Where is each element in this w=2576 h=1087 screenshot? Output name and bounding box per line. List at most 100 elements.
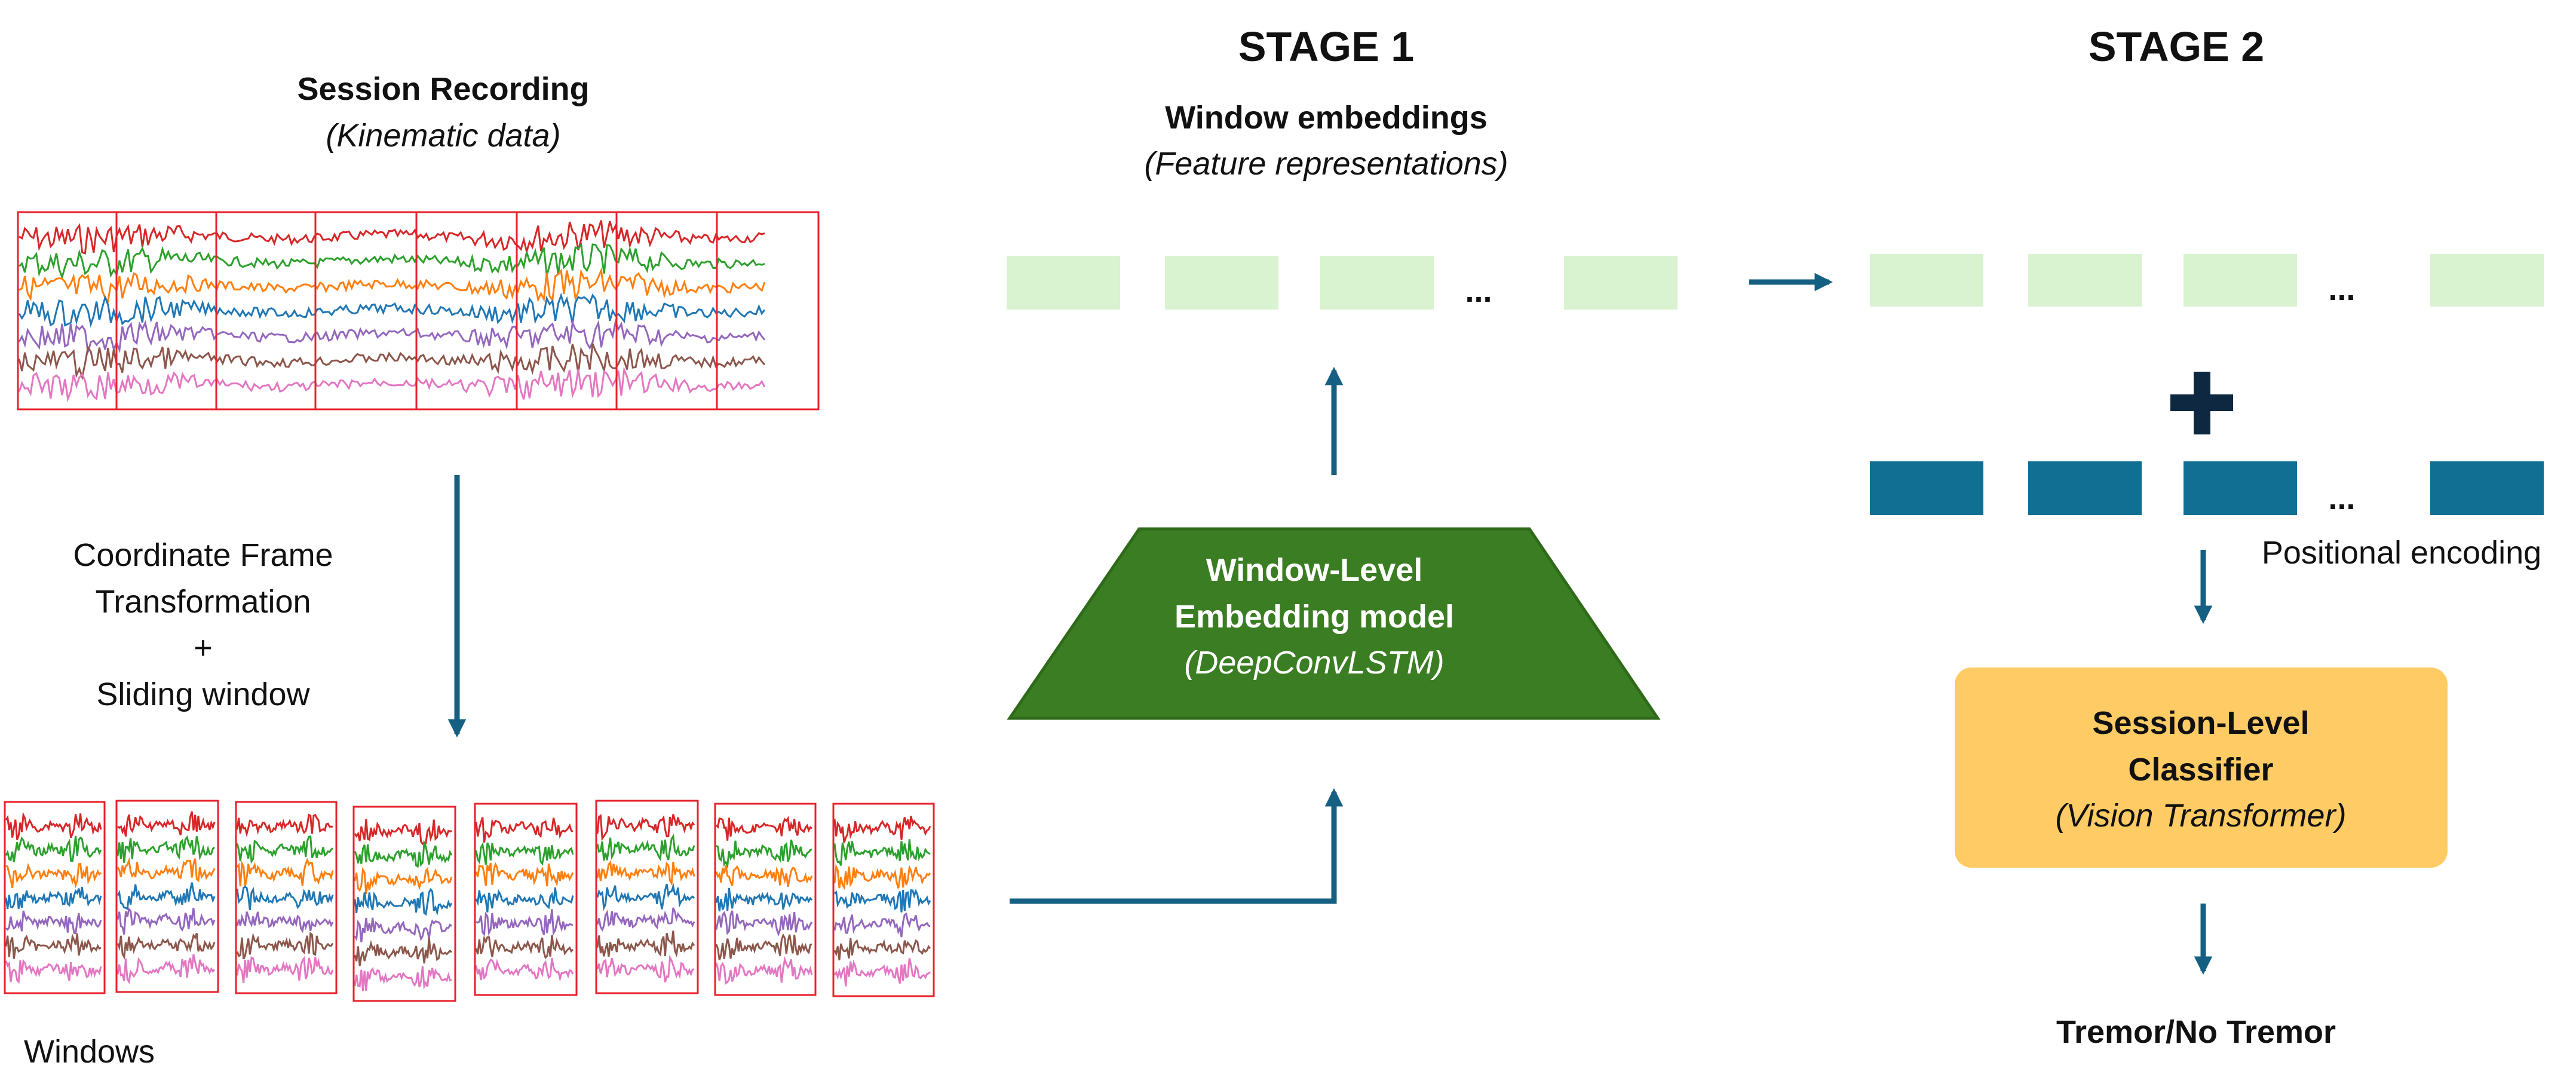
window-signal-trace <box>715 910 813 937</box>
window-signal-trace <box>5 910 102 935</box>
window-signal-trace <box>5 811 102 840</box>
window-signal-trace <box>5 835 102 862</box>
signal-trace <box>18 318 766 354</box>
window-signal-trace <box>475 887 574 913</box>
window-signal-trace <box>354 937 452 966</box>
window-signal-trace <box>354 917 452 942</box>
window-signal-trace <box>116 882 216 911</box>
window-signal-trace <box>5 959 102 984</box>
positional-encoding-label: Positional encoding <box>2262 535 2541 571</box>
window-signal-trace <box>833 839 931 866</box>
window-thumbnail <box>474 803 578 996</box>
window-frame <box>832 803 935 997</box>
signal-trace <box>18 366 766 403</box>
window-signal-trace <box>476 909 574 936</box>
positional-encoding-token <box>1870 461 1983 515</box>
window-thumbnail <box>235 801 338 994</box>
window-signal-trace <box>834 889 931 913</box>
window-signal-trace <box>5 862 102 889</box>
session-signals <box>18 220 766 403</box>
transform-label-line1: Coordinate Frame <box>73 537 333 573</box>
stage2-token-ellipsis: ... <box>2328 271 2355 307</box>
window-signal-trace <box>354 840 453 868</box>
window-signal-trace <box>475 817 574 843</box>
window-signal-trace <box>596 834 695 862</box>
window-signal-trace <box>117 811 216 837</box>
window-signal-trace <box>715 887 813 912</box>
window-signal-trace <box>833 958 931 987</box>
window-signal-trace <box>354 966 452 991</box>
window-signal-trace <box>354 819 452 846</box>
signal-trace <box>18 242 765 280</box>
signal-trace <box>18 292 766 328</box>
window-signal-trace <box>116 954 216 985</box>
window-thumbnail <box>352 806 456 1002</box>
window-signal-trace <box>596 883 695 911</box>
positional-encoding-ellipsis: ... <box>2328 480 2355 516</box>
embedding-model-label-line1: Window-Level <box>1206 552 1423 588</box>
window-signal-trace <box>116 933 216 960</box>
session-classifier-label-line3: (Vision Transformer) <box>2055 798 2346 834</box>
window-signal-trace <box>116 857 216 883</box>
window-embeddings-subtitle: (Feature representations) <box>1144 146 1508 182</box>
transform-label-line2: Transformation <box>95 584 311 620</box>
session-classifier-label-line2: Classifier <box>2128 752 2273 788</box>
window-signal-trace <box>236 858 334 887</box>
output-label: Tremor/No Tremor <box>2056 1014 2336 1050</box>
window-signal-trace <box>354 887 453 916</box>
positional-encoding-token <box>2184 461 2297 515</box>
window-signal-trace <box>475 862 574 887</box>
window-signal-trace <box>236 932 334 960</box>
window-signal-trace <box>354 866 453 895</box>
window-embeddings-title: Window embeddings <box>1165 100 1488 136</box>
stage1-title: STAGE 1 <box>1238 23 1414 70</box>
window-signal-trace <box>833 816 931 843</box>
window-thumbnail <box>832 803 935 997</box>
window-thumbnail <box>714 803 817 996</box>
window-signal-trace <box>715 816 812 841</box>
window-signal-trace <box>596 930 695 958</box>
windows-label: Windows <box>24 1034 155 1070</box>
window-frame <box>714 803 817 996</box>
window-signal-trace <box>715 933 812 960</box>
window-signal-trace <box>596 814 695 841</box>
window-frame <box>115 800 219 993</box>
window-signal-trace <box>5 886 102 910</box>
embedding-model-label-line2: Embedding model <box>1174 599 1454 635</box>
window-signal-trace <box>116 835 216 863</box>
window-signal-trace <box>236 835 334 864</box>
signal-trace <box>19 267 766 304</box>
window-frame <box>595 800 699 994</box>
session-window-frame <box>17 211 820 411</box>
session-window-dividers <box>115 212 718 409</box>
window-signal-trace <box>475 957 574 982</box>
positional-encoding-token <box>2430 461 2544 515</box>
window-signal-trace <box>236 956 334 983</box>
window-signal-trace <box>833 938 931 961</box>
session-recording-subtitle: (Kinematic data) <box>326 118 560 154</box>
stage2-title: STAGE 2 <box>2089 23 2264 70</box>
window-signal-trace <box>475 935 574 960</box>
embedding-model-label-line3: (DeepConvLSTM) <box>1184 645 1444 681</box>
window-signal-trace <box>596 907 695 932</box>
embedding-ellipsis: ... <box>1465 273 1492 309</box>
embedding-token <box>1007 256 1120 310</box>
transform-label-line3: Sliding window <box>96 676 310 712</box>
stage2-token <box>2430 254 2544 307</box>
embedding-token <box>1564 256 1678 310</box>
transform-label-plus: + <box>194 630 213 666</box>
window-signal-trace <box>596 860 695 887</box>
window-signal-trace <box>833 863 931 890</box>
session-classifier-box <box>1955 667 2448 868</box>
embedding-token <box>1165 256 1278 310</box>
window-signal-trace <box>116 907 216 935</box>
window-signal-trace <box>715 956 813 985</box>
window-frame <box>352 806 456 1002</box>
window-thumbnail <box>595 800 699 994</box>
window-thumbnail <box>115 800 219 993</box>
embedding-model-shape <box>1007 527 1661 720</box>
window-signal-trace <box>236 886 334 911</box>
session-recording-plot <box>17 211 820 411</box>
window-signal-trace <box>475 842 574 866</box>
